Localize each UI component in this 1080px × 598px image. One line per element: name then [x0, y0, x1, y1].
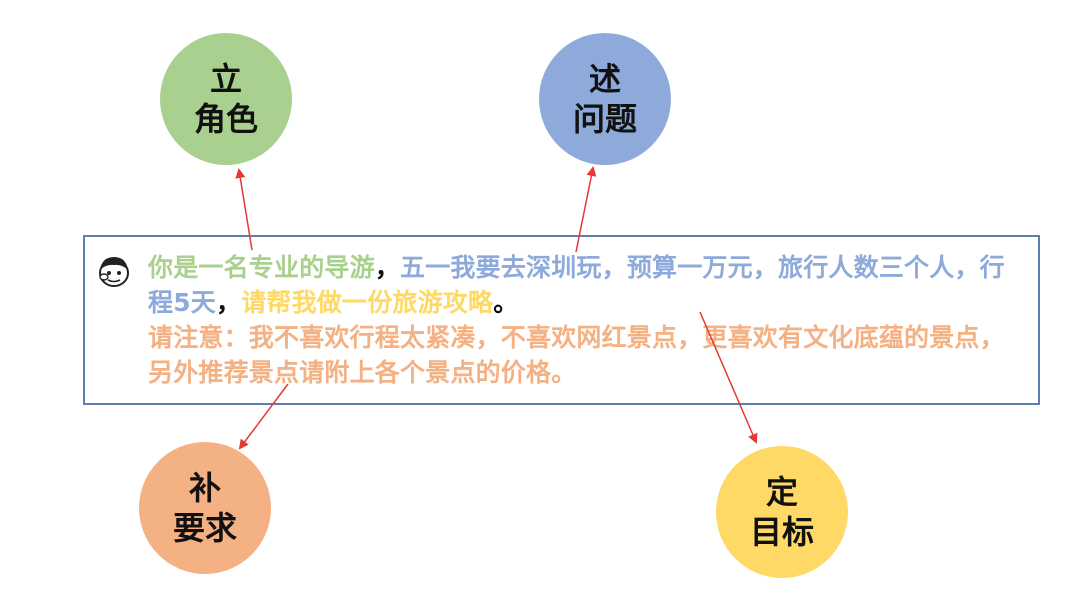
goal-circle-line1: 定: [765, 473, 798, 511]
prompt-comma-2: ，: [216, 288, 242, 317]
role-circle-line1: 立: [209, 60, 242, 98]
goal-circle-line2: 目标: [749, 513, 814, 551]
prompt-text: 你是一名专业的导游，五一我要去深圳玩，预算一万元，旅行人数三个人，行程5天，请帮…: [148, 250, 1028, 390]
requirement-circle-line2: 要求: [172, 509, 237, 547]
task-circle-line2: 问题: [572, 100, 637, 138]
prompt-task: 五一我要去深圳玩，预算一万元，旅行人数三个人，行程5天: [148, 253, 1005, 317]
prompt-goal: 请帮我做一份旅游攻略: [241, 288, 494, 317]
prompt-comma-1: ，: [374, 253, 401, 282]
role-circle: 立 角色: [160, 33, 292, 165]
prompt-requirement: 请注意：我不喜欢行程太紧凑，不喜欢网红景点，更喜欢有文化底蕴的景点，另外推荐景点…: [148, 323, 1005, 387]
prompt-box: [83, 235, 1040, 405]
prompt-role: 你是一名专业的导游: [148, 253, 375, 282]
prompt-period: 。: [493, 288, 519, 317]
goal-circle: 定 目标: [716, 446, 848, 578]
cartoon-face-icon: [99, 257, 129, 287]
task-circle: 述 问题: [539, 33, 671, 165]
task-circle-line1: 述: [588, 60, 621, 98]
role-circle-line2: 角色: [193, 100, 258, 138]
requirement-circle-line1: 补: [188, 469, 221, 507]
requirement-circle: 补 要求: [139, 442, 271, 574]
